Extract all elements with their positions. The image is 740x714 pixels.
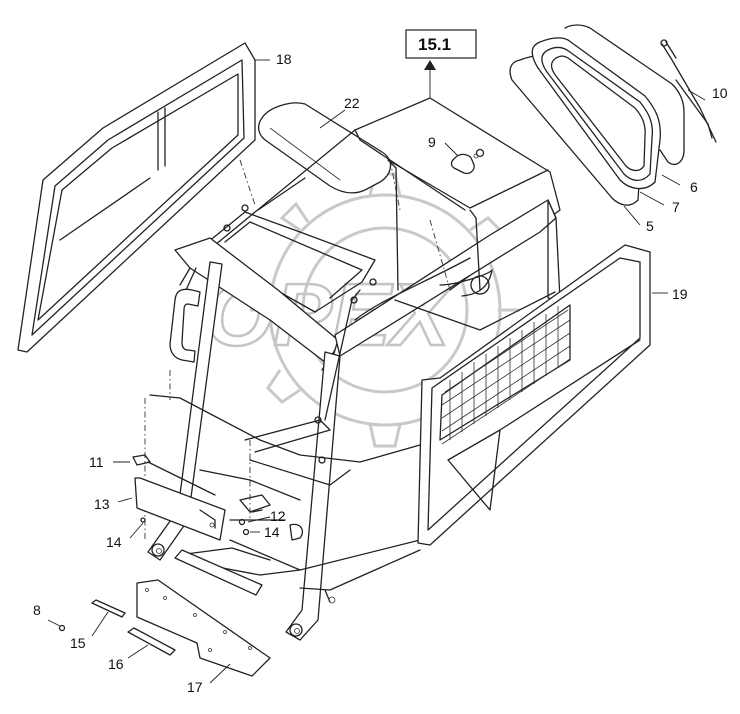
part-fastener-12 [238,518,246,526]
part-bushing [289,523,304,541]
part-trim-strip-lower [127,627,176,656]
part-fastener [58,624,66,632]
part-roof-pad [257,102,392,194]
part-front-lower-panel [134,477,226,541]
part-fastener-14a [140,517,146,523]
callout-6[interactable]: 6 [690,179,698,195]
callout-5[interactable]: 5 [646,218,654,234]
callout-19[interactable]: 19 [672,286,688,302]
callout-11[interactable]: 11 [89,454,104,470]
callout-17[interactable]: 17 [187,679,203,695]
part-kick-plate [136,579,271,677]
callout-15[interactable]: 15 [70,635,86,651]
part-left-window [17,42,256,353]
callout-16[interactable]: 16 [108,656,124,672]
part-wiper [660,39,717,143]
callout-8[interactable]: 8 [33,602,41,618]
part-trim-strip-upper [91,599,126,618]
part-floor-pan [174,549,263,596]
part-fastener-14 [242,528,250,536]
callout-12[interactable]: 12 [270,508,286,524]
part-cab-frame [144,97,561,641]
callout-14-left[interactable]: 14 [106,534,122,550]
callout-22[interactable]: 22 [344,95,360,111]
reference-box[interactable]: 15.1 [405,29,477,98]
callout-13[interactable]: 13 [94,496,110,512]
leader-lines [47,59,706,684]
part-rear-glass [564,24,685,165]
part-bracket [132,454,216,496]
callout-18[interactable]: 18 [276,51,292,67]
callout-7[interactable]: 7 [672,199,680,215]
callout-14-right[interactable]: 14 [264,524,280,540]
part-dome-light [450,148,485,175]
callout-10[interactable]: 10 [712,85,728,101]
callout-9[interactable]: 9 [428,134,436,150]
callout-labels: 18 22 9 10 6 7 5 19 11 13 14 12 14 8 15 … [33,51,728,695]
reference-box-label: 15.1 [418,35,451,54]
part-right-mesh-screen [417,244,651,546]
part-rear-window-frame [531,37,661,190]
